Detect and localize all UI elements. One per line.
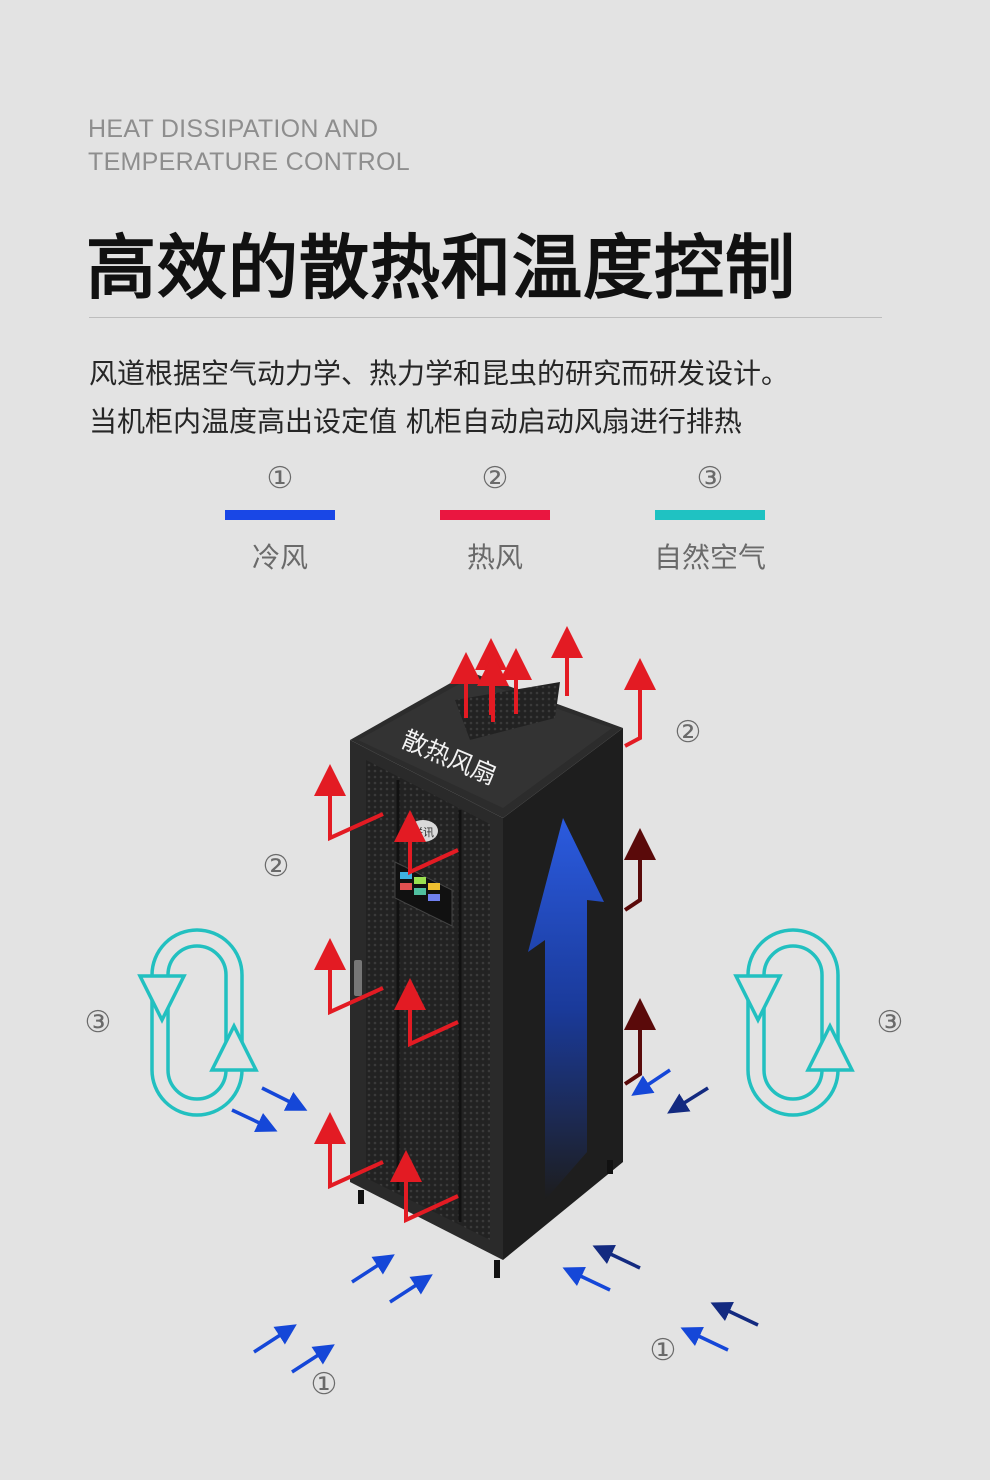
hot-air-arrow (394, 978, 459, 1048)
hot-air-front-arrows (314, 764, 459, 1224)
marker-hot-air: ② (263, 849, 290, 884)
brand-badge-text: 联讯 (412, 826, 434, 839)
page-title: 高效的散热和温度控制 (86, 227, 796, 309)
english-title: HEAT DISSIPATION AND TEMPERATURE CONTROL (88, 113, 410, 179)
cold-air-arrow (710, 1302, 759, 1327)
marker-natural-air: ③ (877, 1005, 904, 1040)
cabinet-airflow-illustration: 联讯 散热风扇 (85, 626, 904, 1402)
hot-air-arrow (314, 1112, 384, 1190)
description-line2: 当机柜内温度高出设定值 机柜自动启动风扇进行排热 (89, 405, 742, 438)
cold-air-arrow (231, 1108, 278, 1133)
hot-air-side-arrows (623, 828, 656, 1086)
legend-number: ③ (696, 461, 724, 496)
legend-color-bar (655, 510, 765, 520)
cold-air-arrow (389, 1274, 433, 1304)
title-divider (89, 317, 882, 318)
hot-air-arrow (394, 810, 459, 876)
legend-color-bar (225, 510, 335, 520)
marker-cold-air: ① (650, 1333, 677, 1368)
cold-air-arrow (562, 1267, 611, 1292)
control-screen (394, 861, 453, 927)
brand-badge: 联讯 (408, 820, 438, 842)
marker-cold-air: ① (311, 1367, 338, 1402)
marker-natural-air: ③ (85, 1005, 112, 1040)
cold-air-arrow (592, 1245, 641, 1270)
cold-air-arrow (631, 1068, 671, 1096)
hot-air-arrow (390, 1150, 459, 1224)
legend-item-natural-air: ③ 自然空气 (620, 458, 800, 576)
hot-air-top-arrows (450, 626, 656, 748)
hot-air-arrow (623, 998, 656, 1086)
description: 风道根据空气动力学、热力学和昆虫的研究而研发设计。 当机柜内温度高出设定值 机柜… (89, 350, 789, 446)
big-upflow-arrow (528, 818, 604, 1200)
server-cabinet (350, 672, 623, 1278)
cold-air-arrow (667, 1086, 709, 1114)
legend-item-hot-air: ② 热风 (405, 458, 585, 576)
legend-item-cold-air: ① 冷风 (190, 458, 370, 576)
legend-label: 自然空气 (653, 541, 766, 574)
cold-air-arrow (261, 1086, 308, 1111)
cold-air-dark-arrows (592, 1086, 759, 1327)
cold-air-arrow (680, 1327, 729, 1352)
english-title-line2: TEMPERATURE CONTROL (88, 148, 410, 176)
cold-air-arrow (291, 1344, 335, 1374)
hot-air-arrow (314, 938, 384, 1016)
description-line1: 风道根据空气动力学、热力学和昆虫的研究而研发设计。 (89, 357, 790, 390)
legend-color-bar (440, 510, 550, 520)
cold-air-arrows (231, 1068, 729, 1374)
marker-hot-air: ② (675, 715, 702, 750)
natural-air-loop-left (137, 928, 259, 1117)
legend-label: 热风 (466, 541, 523, 574)
legend-number: ② (481, 461, 509, 496)
hot-air-arrow (624, 658, 656, 748)
cold-air-arrow (351, 1254, 395, 1284)
hot-air-arrow (314, 764, 384, 842)
cold-air-arrow (253, 1324, 297, 1354)
hot-air-arrow (623, 828, 656, 912)
legend-number: ① (266, 461, 294, 496)
natural-air-loop-right (733, 928, 855, 1117)
legend-label: 冷风 (251, 541, 308, 574)
english-title-line1: HEAT DISSIPATION AND (88, 115, 379, 143)
